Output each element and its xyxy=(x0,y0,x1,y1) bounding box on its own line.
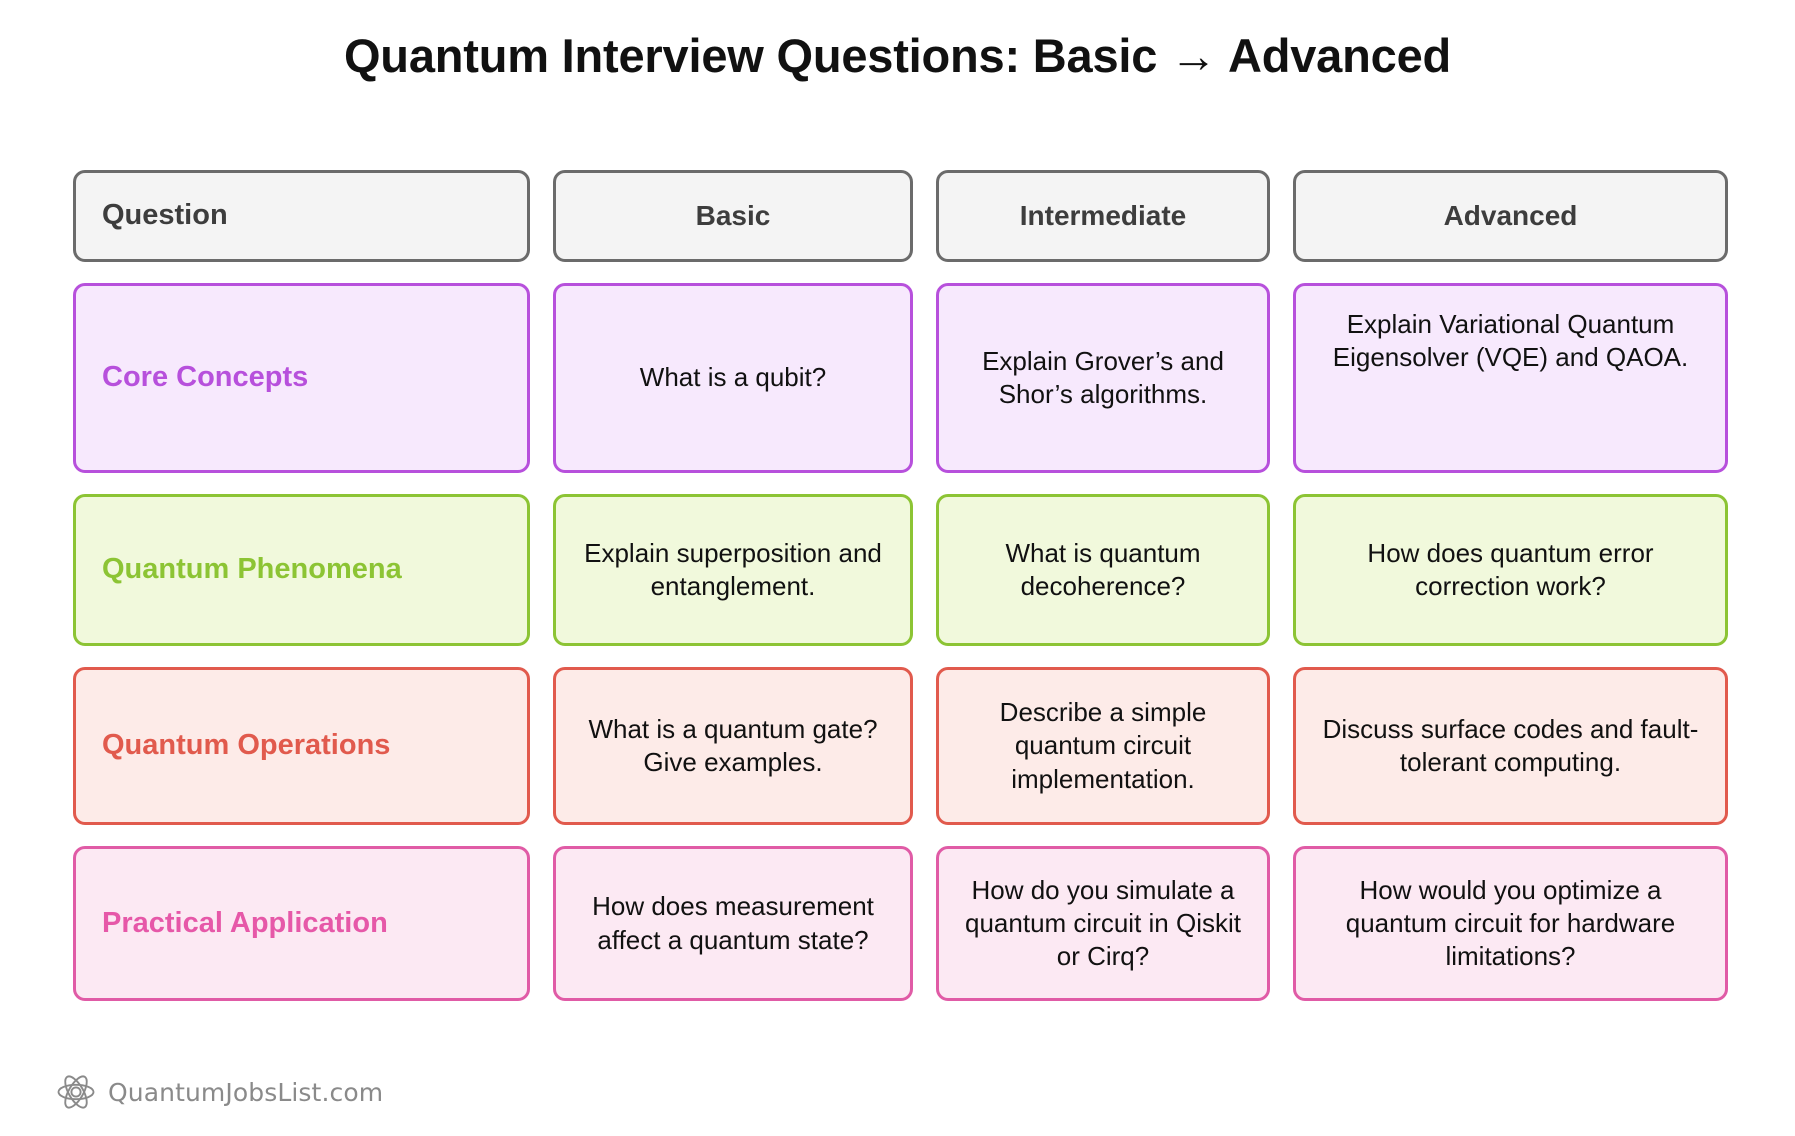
footer-branding: QuantumJobsList.com xyxy=(56,1072,383,1112)
row-label-quantum-operations: Quantum Operations xyxy=(73,667,530,825)
atom-icon xyxy=(56,1072,96,1112)
column-header-advanced: Advanced xyxy=(1293,170,1728,262)
cell-quantum-phenomena-basic: Explain superposition and entanglement. xyxy=(553,494,913,646)
page-title: Quantum Interview Questions: Basic → Adv… xyxy=(343,29,1452,82)
cell-core-concepts-intermediate: Explain Grover’s and Shor’s algorithms. xyxy=(936,283,1270,473)
cell-quantum-phenomena-intermediate: What is quantum decoherence? xyxy=(936,494,1270,646)
question-matrix-table: Question Basic Intermediate Advanced Cor… xyxy=(73,170,1732,1001)
cell-practical-application-intermediate: How do you simulate a quantum circuit in… xyxy=(936,846,1270,1001)
row-label-practical-application: Practical Application xyxy=(73,846,530,1001)
cell-practical-application-advanced: How would you optimize a quantum circuit… xyxy=(1293,846,1728,1001)
cell-quantum-operations-intermediate: Describe a simple quantum circuit implem… xyxy=(936,667,1270,825)
cell-practical-application-basic: How does measurement affect a quantum st… xyxy=(553,846,913,1001)
row-label-core-concepts: Core Concepts xyxy=(73,283,530,473)
cell-quantum-phenomena-advanced: How does quantum error correction work? xyxy=(1293,494,1728,646)
row-label-quantum-phenomena: Quantum Phenomena xyxy=(73,494,530,646)
cell-quantum-operations-advanced: Discuss surface codes and fault-tolerant… xyxy=(1293,667,1728,825)
column-header-question: Question xyxy=(73,170,530,262)
column-header-intermediate: Intermediate xyxy=(936,170,1270,262)
cell-quantum-operations-basic: What is a quantum gate? Give examples. xyxy=(553,667,913,825)
cell-core-concepts-basic: What is a qubit? xyxy=(553,283,913,473)
cell-core-concepts-advanced: Explain Variational Quantum Eigensolver … xyxy=(1293,283,1728,473)
brand-name: QuantumJobsList.com xyxy=(108,1077,384,1107)
column-header-basic: Basic xyxy=(553,170,913,262)
